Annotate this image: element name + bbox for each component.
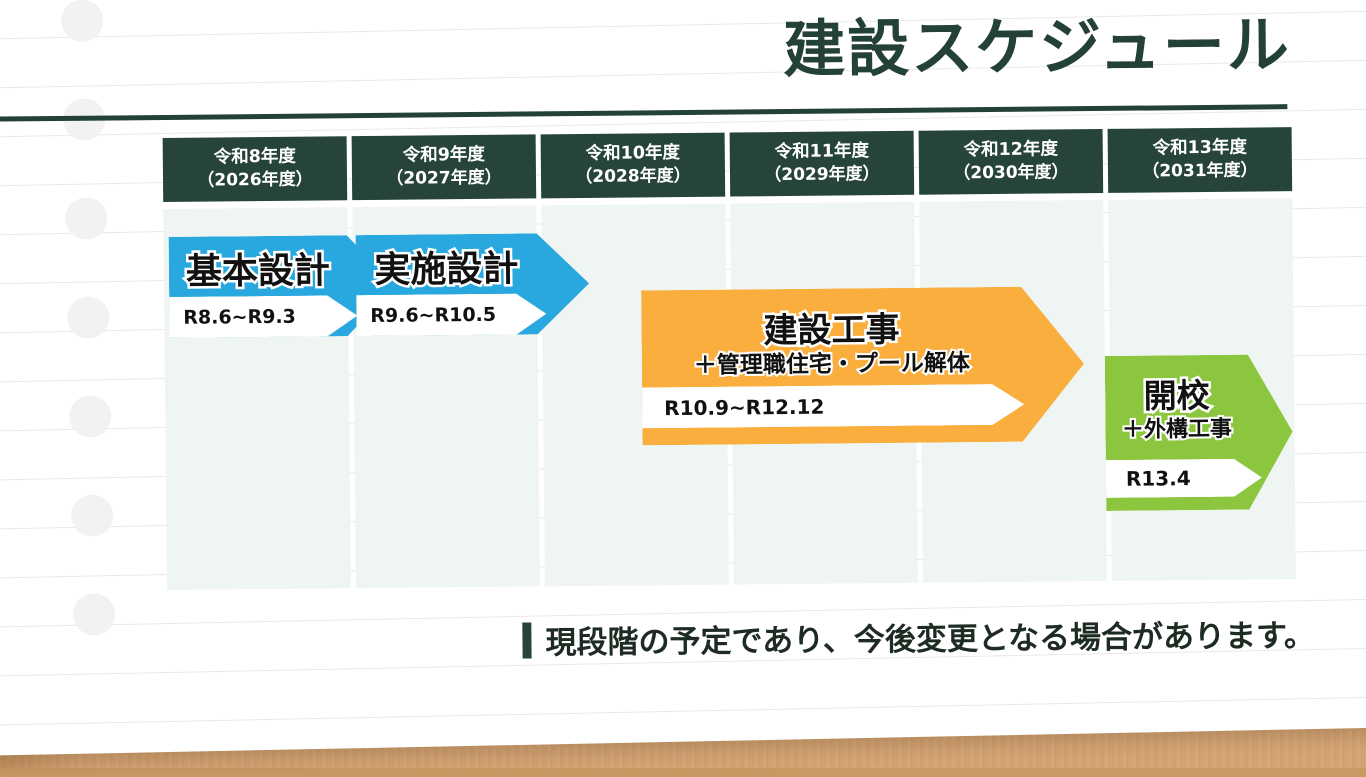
phase-period-text: R13.4 bbox=[1126, 466, 1191, 491]
year-era-label: 令和13年度 bbox=[1152, 136, 1247, 161]
phase-period-band: R13.4 bbox=[1106, 458, 1262, 497]
year-era-label: 令和10年度 bbox=[585, 142, 680, 167]
year-era-label: 令和11年度 bbox=[774, 140, 869, 165]
phase-bar[interactable]: 実施設計 R9.6~R10.5 bbox=[356, 233, 590, 336]
year-column-header: 令和10年度（2028年度） bbox=[541, 133, 726, 199]
year-western-label: （2029年度） bbox=[764, 163, 880, 187]
year-column-header: 令和12年度（2030年度） bbox=[919, 129, 1104, 195]
phase-sub-label: ＋外構工事 bbox=[1105, 411, 1248, 444]
year-column: 令和9年度（2027年度） bbox=[352, 134, 540, 588]
note-marker-icon bbox=[522, 622, 531, 658]
phase-period-text: R9.6~R10.5 bbox=[370, 303, 496, 326]
year-western-label: （2028年度） bbox=[575, 165, 691, 189]
year-western-label: （2031年度） bbox=[1142, 160, 1258, 184]
page-title: 建設スケジュール bbox=[590, 12, 1291, 84]
year-western-label: （2030年度） bbox=[953, 162, 1069, 186]
page-title-block: 建設スケジュール bbox=[590, 12, 1291, 84]
note-text: 現段階の予定であり、今後変更となる場合があります。 bbox=[545, 610, 1315, 662]
phase-period-band: R8.6~R9.3 bbox=[169, 295, 357, 338]
phase-sub-label: ＋管理職住宅・プール解体 bbox=[642, 343, 1022, 381]
year-column-header: 令和8年度（2026年度） bbox=[163, 136, 348, 202]
year-era-label: 令和9年度 bbox=[403, 144, 485, 168]
title-underline bbox=[0, 104, 1287, 124]
phase-name: 基本設計 bbox=[169, 241, 347, 295]
year-era-label: 令和12年度 bbox=[963, 138, 1058, 163]
phase-name: 実施設計 bbox=[356, 239, 537, 293]
phase-period-text: R8.6~R9.3 bbox=[183, 305, 296, 328]
footer-note: 現段階の予定であり、今後変更となる場合があります。 bbox=[522, 610, 1315, 663]
year-column-header: 令和9年度（2027年度） bbox=[352, 134, 537, 200]
year-era-label: 令和8年度 bbox=[214, 145, 296, 169]
year-column-header: 令和11年度（2029年度） bbox=[730, 131, 915, 197]
year-western-label: （2026年度） bbox=[197, 169, 313, 193]
year-western-label: （2027年度） bbox=[386, 167, 502, 191]
phase-period-band: R10.9~R12.12 bbox=[642, 384, 1024, 429]
year-column-header: 令和13年度（2031年度） bbox=[1108, 127, 1293, 193]
year-column: 令和8年度（2026年度） bbox=[163, 136, 351, 590]
phase-period-text: R10.9~R12.12 bbox=[664, 394, 824, 420]
phase-period-band: R9.6~R10.5 bbox=[356, 293, 546, 336]
